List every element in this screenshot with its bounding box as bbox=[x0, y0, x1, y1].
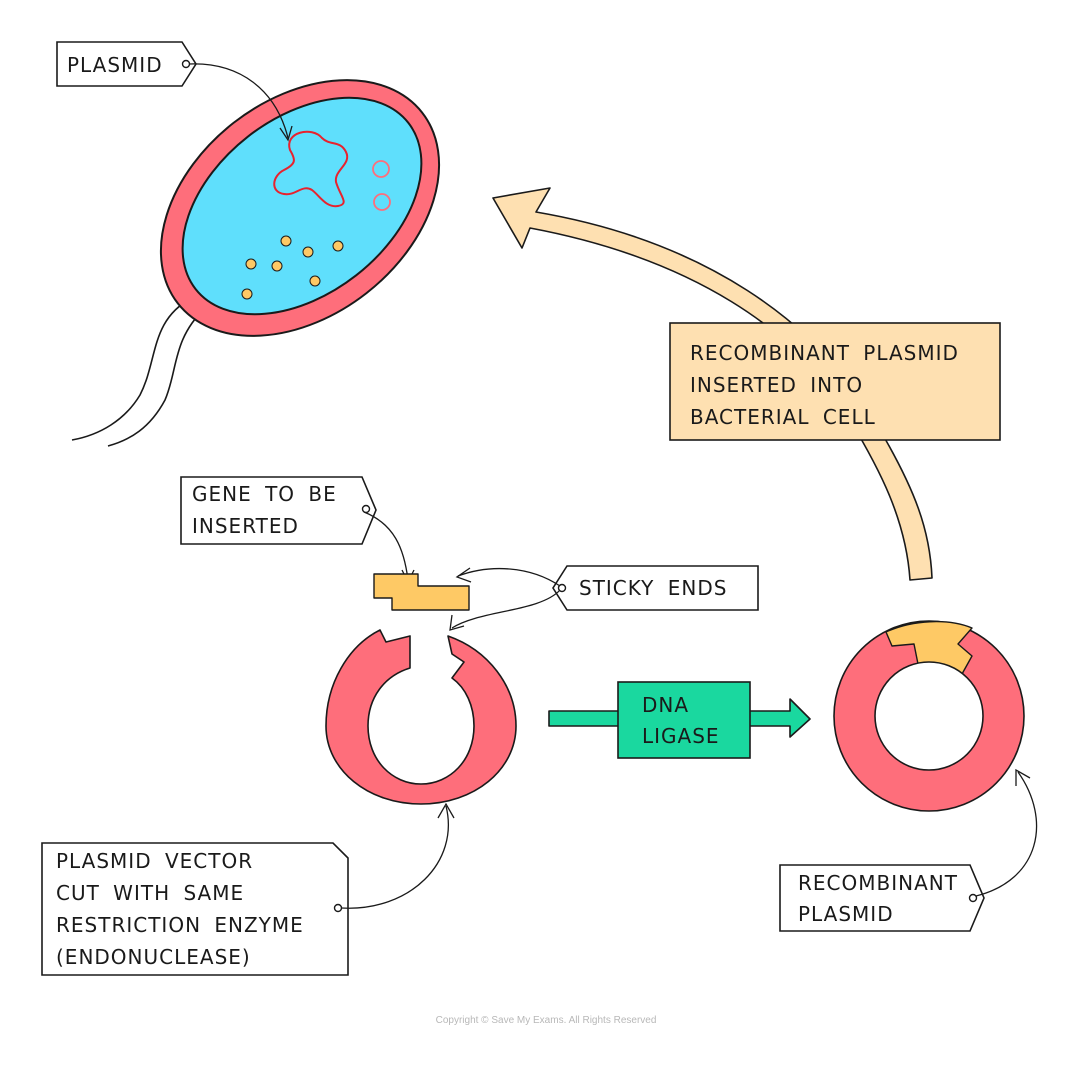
recombinant-line-2: PLASMID bbox=[798, 902, 894, 926]
plasmid-vector-tag: PLASMID VECTOR CUT WITH SAME RESTRICTION… bbox=[41, 802, 455, 976]
flagellum-inner bbox=[107, 307, 206, 447]
plasmid-tag: PLASMID bbox=[56, 41, 293, 142]
vector-line-3: RESTRICTION ENZYME bbox=[56, 913, 304, 937]
inserted-into-cell-box: RECOMBINANT PLASMID INSERTED INTO BACTER… bbox=[669, 322, 1001, 441]
recombinant-pointer bbox=[975, 771, 1038, 897]
inserted-line-2: INSERTED INTO bbox=[690, 373, 863, 397]
ribosome bbox=[280, 235, 292, 247]
vector-line-4: (ENDONUCLEASE) bbox=[56, 945, 251, 969]
small-plasmid bbox=[372, 160, 390, 178]
ribosome bbox=[271, 260, 283, 272]
vector-line-1: PLASMID VECTOR bbox=[56, 849, 253, 873]
ribosome bbox=[241, 288, 253, 300]
copyright-text: Copyright © Save My Exams. All Rights Re… bbox=[436, 1015, 657, 1026]
gene-pointer bbox=[363, 511, 409, 581]
gene-label-line-2: INSERTED bbox=[192, 514, 299, 538]
cut-plasmid-vector bbox=[325, 629, 517, 805]
plasmid-label: PLASMID bbox=[67, 53, 163, 77]
sticky-ends-label: STICKY ENDS bbox=[579, 576, 727, 600]
cytoplasm bbox=[181, 96, 423, 316]
bacterial-cell bbox=[71, 79, 441, 447]
sticky-pointer-lower bbox=[451, 589, 561, 629]
plasmid-pointer bbox=[188, 63, 289, 139]
ribosome bbox=[245, 258, 257, 270]
dna-ligase-line-2: LIGASE bbox=[642, 724, 720, 748]
dna-ligase-arrow: DNA LIGASE bbox=[548, 681, 811, 759]
vector-pointer bbox=[340, 805, 449, 909]
inserted-line-3: BACTERIAL CELL bbox=[690, 405, 876, 429]
gene-insert bbox=[373, 573, 470, 611]
recombinant-plasmid-tag: RECOMBINANT PLASMID bbox=[779, 768, 1038, 932]
vector-line-2: CUT WITH SAME bbox=[56, 881, 244, 905]
gene-tag: GENE TO BE INSERTED bbox=[180, 476, 415, 584]
inserted-line-1: RECOMBINANT PLASMID bbox=[690, 341, 959, 365]
recombinant-line-1: RECOMBINANT bbox=[798, 871, 958, 895]
flagellum-outer bbox=[71, 297, 193, 441]
ribosome bbox=[309, 275, 321, 287]
gene-label-line-1: GENE TO BE bbox=[192, 482, 337, 506]
sticky-ends-tag: STICKY ENDS bbox=[449, 565, 759, 631]
bacterial-chromosome bbox=[273, 130, 349, 208]
recombinant-plasmid-ring bbox=[833, 620, 1025, 812]
ribosome bbox=[302, 246, 314, 258]
dna-ligase-line-1: DNA bbox=[642, 693, 689, 717]
small-plasmid bbox=[373, 193, 391, 211]
ribosome bbox=[332, 240, 344, 252]
sticky-pointer-upper bbox=[457, 568, 561, 587]
